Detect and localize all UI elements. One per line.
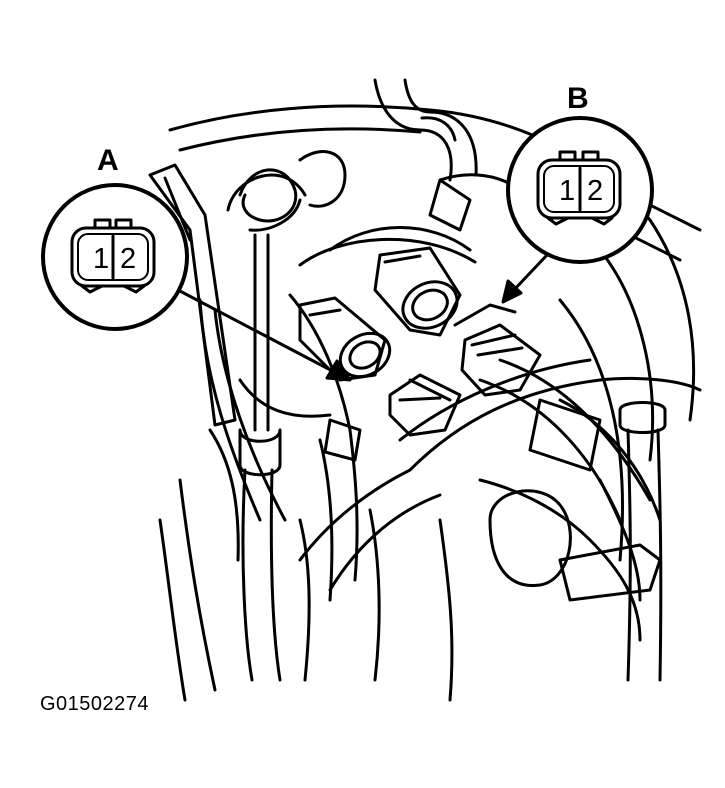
- connector-upper: [373, 246, 462, 337]
- sensor-wire-loop: [226, 150, 347, 232]
- connector-a-mated: [298, 296, 392, 382]
- housing-lower-right: [488, 489, 662, 602]
- mounting-bracket: [148, 163, 237, 427]
- figure-code: G01502274: [40, 693, 150, 715]
- clamp-right: [618, 401, 667, 682]
- connector-face-b: [536, 158, 622, 220]
- connector-lower: [388, 373, 462, 437]
- leader-arrow-a: [176, 288, 342, 377]
- pin-b-1: 1: [559, 175, 575, 207]
- vertical-tube: [238, 233, 282, 682]
- connector-face-a: [70, 226, 156, 288]
- pin-a-1: 1: [93, 243, 109, 275]
- lower-hoses: [158, 478, 454, 702]
- callout-label-a: A: [97, 144, 119, 177]
- harness-bundle-center: [478, 358, 662, 522]
- arrowhead-b: [501, 279, 523, 304]
- connector-b-mated: [453, 303, 542, 397]
- callout-label-b: B: [567, 82, 589, 115]
- callout-circle-b: [506, 116, 654, 264]
- leader-arrow-b: [510, 252, 550, 294]
- pin-a-2: 2: [120, 243, 136, 275]
- arrowhead-a: [325, 359, 352, 382]
- top-hose: [373, 78, 478, 232]
- harness-bundle-left: [288, 293, 381, 682]
- callout-circle-a: [41, 183, 189, 331]
- pin-b-2: 2: [587, 175, 603, 207]
